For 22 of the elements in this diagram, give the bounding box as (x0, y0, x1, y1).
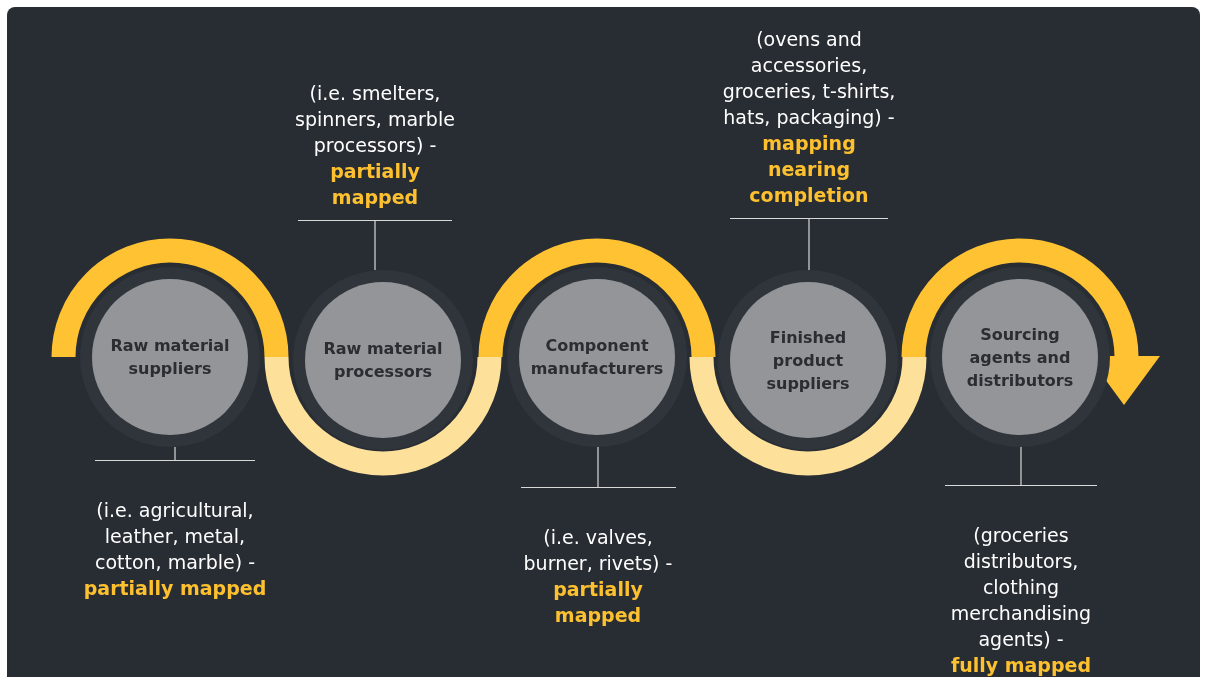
stage-label: Raw material suppliers (109, 335, 231, 380)
annotation-text: (groceries distributors, clothing merchandising agents) - (949, 523, 1093, 652)
mapping-status: fully mapped (949, 653, 1093, 677)
stage-label: Sourcing agents and distributors (965, 323, 1075, 392)
annotation-text: (i.e. agricultural, leather, metal, cotton, marble) - (94, 498, 256, 575)
leader-line (808, 217, 810, 271)
annotation-block (945, 485, 1097, 677)
annotation-text: (i.e. valves, burner, rivets) - (522, 525, 674, 576)
annotation-block (520, 487, 676, 628)
mapping-status: partially mapped (329, 159, 421, 210)
mapping-status: partially mapped (552, 577, 644, 628)
leader-line (597, 446, 599, 488)
annotation-text: (ovens and accessories, groceries, t-shirts, hats, packaging) - (721, 27, 897, 130)
annotation-text: (i.e. smelters, spinners, marble processors) - (294, 81, 456, 158)
stage-label: Component manufacturers (529, 335, 665, 380)
leader-line (174, 446, 176, 461)
leader-line (1020, 446, 1022, 486)
leader-line (374, 219, 376, 271)
mapping-status: partially mapped (82, 576, 268, 601)
stage-label: Raw material processors (322, 338, 444, 383)
stage-label: Finished product suppliers (765, 326, 851, 395)
mapping-status: mapping nearing completion (748, 131, 870, 208)
